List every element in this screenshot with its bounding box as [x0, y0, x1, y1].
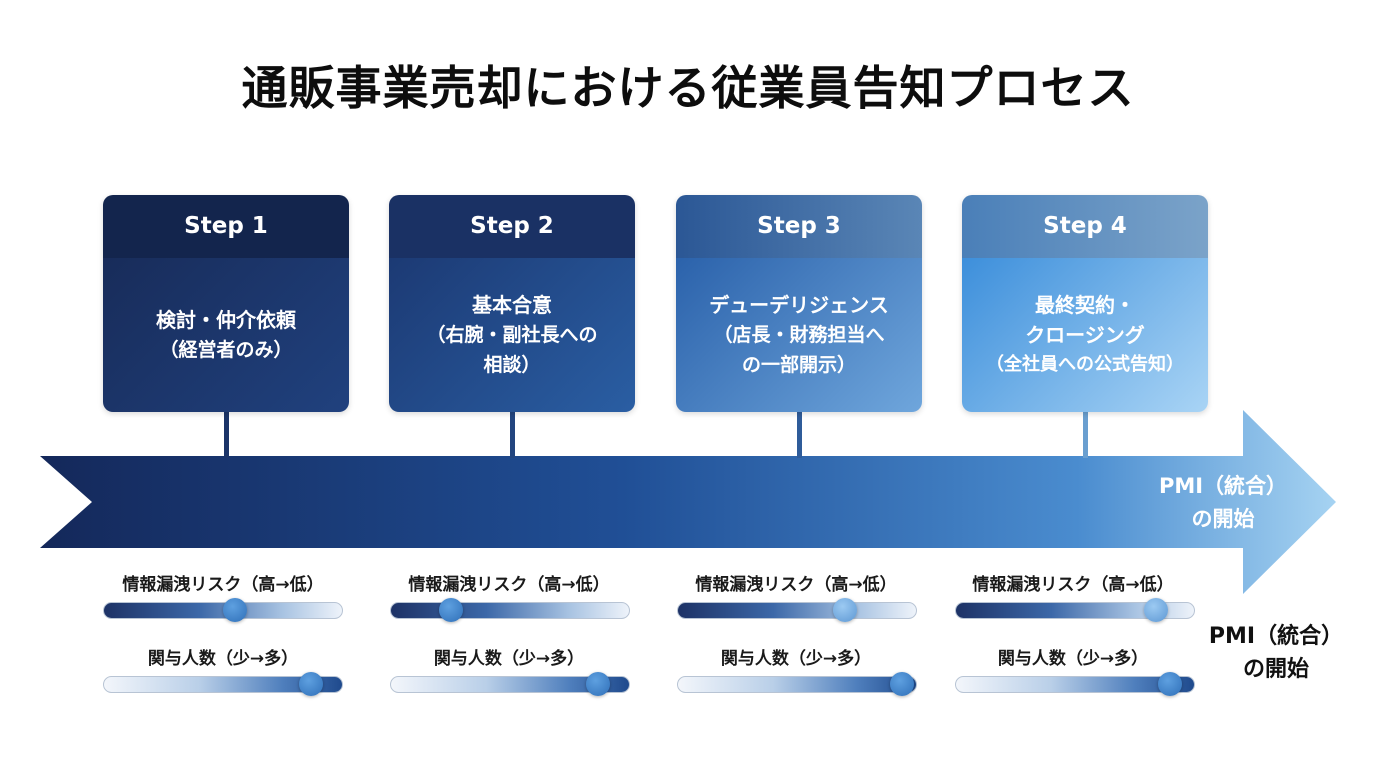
pmi-start-line: の開始	[1242, 657, 1309, 682]
step-line: （店長・財務担当へ	[713, 324, 885, 346]
step-line: デューデリジェンス	[709, 293, 889, 317]
risk-meter-knob	[438, 598, 463, 622]
connector-stem-2	[510, 410, 515, 458]
people-meter-label: 関与人数（少→多）	[720, 649, 872, 669]
step-card-2: Step 2 基本合意 （右腕・副社長への 相談）	[389, 195, 635, 412]
step-line: 最終契約・	[1035, 293, 1135, 317]
pmi-start-label: PMI（統合） の開始	[1196, 620, 1356, 686]
step-line: 相談）	[483, 354, 541, 376]
people-meter	[955, 672, 1195, 696]
risk-meter	[103, 598, 343, 622]
timeline-end-label: PMI（統合） の開始	[1138, 470, 1308, 536]
step-description: 検討・仲介依頼 （経営者のみ）	[103, 258, 349, 412]
step-label: Step 1	[103, 195, 349, 258]
people-meter	[677, 672, 917, 696]
step-description: 最終契約・ クロージング （全社員への公式告知）	[962, 258, 1208, 412]
risk-meter-label: 情報漏洩リスク（高→低）	[408, 575, 610, 595]
people-meter-knob	[1158, 672, 1183, 696]
risk-meter	[390, 598, 630, 622]
people-meter-knob	[586, 672, 611, 696]
step-label: Step 3	[676, 195, 922, 258]
timeline-end-line: の開始	[1191, 507, 1255, 531]
connector-stem-1	[224, 410, 229, 458]
page-title: 通販事業売却における従業員告知プロセス	[241, 61, 1135, 115]
connector-stem-4	[1083, 410, 1088, 458]
people-meter	[390, 672, 630, 696]
risk-meter-knob	[222, 598, 247, 622]
pmi-start-line: PMI（統合）	[1208, 624, 1344, 649]
step-line: （経営者のみ）	[159, 339, 293, 361]
people-meter	[103, 672, 343, 696]
step-line: クロージング	[1025, 323, 1145, 347]
step-line: の一部開示）	[741, 354, 856, 376]
risk-meter-label: 情報漏洩リスク（高→低）	[122, 575, 324, 595]
people-meter-label: 関与人数（少→多）	[147, 649, 299, 669]
timeline-end-line: PMI（統合）	[1158, 474, 1288, 498]
step-label: Step 2	[389, 195, 635, 258]
step-card-4: Step 4 最終契約・ クロージング （全社員への公式告知）	[962, 195, 1208, 412]
risk-meter-knob	[1143, 598, 1168, 622]
risk-meter	[955, 598, 1195, 622]
connector-stem-3	[797, 410, 802, 458]
risk-meter-label: 情報漏洩リスク（高→低）	[972, 575, 1174, 595]
step-line: （全社員への公式告知）	[986, 354, 1184, 375]
step-card-3: Step 3 デューデリジェンス （店長・財務担当へ の一部開示）	[676, 195, 922, 412]
step-description: デューデリジェンス （店長・財務担当へ の一部開示）	[676, 258, 922, 412]
step-label: Step 4	[962, 195, 1208, 258]
people-meter-knob	[299, 672, 324, 696]
step-line: 検討・仲介依頼	[156, 308, 296, 332]
people-meter-label: 関与人数（少→多）	[433, 649, 585, 669]
step-line: （右腕・副社長への	[426, 324, 598, 346]
people-meter-knob	[889, 672, 914, 696]
step-line: 基本合意	[471, 293, 552, 317]
step-description: 基本合意 （右腕・副社長への 相談）	[389, 258, 635, 412]
step-card-1: Step 1 検討・仲介依頼 （経営者のみ）	[103, 195, 349, 412]
people-meter-label: 関与人数（少→多）	[997, 649, 1149, 669]
risk-meter	[677, 598, 917, 622]
risk-meter-knob	[832, 598, 857, 622]
risk-meter-label: 情報漏洩リスク（高→低）	[695, 575, 897, 595]
